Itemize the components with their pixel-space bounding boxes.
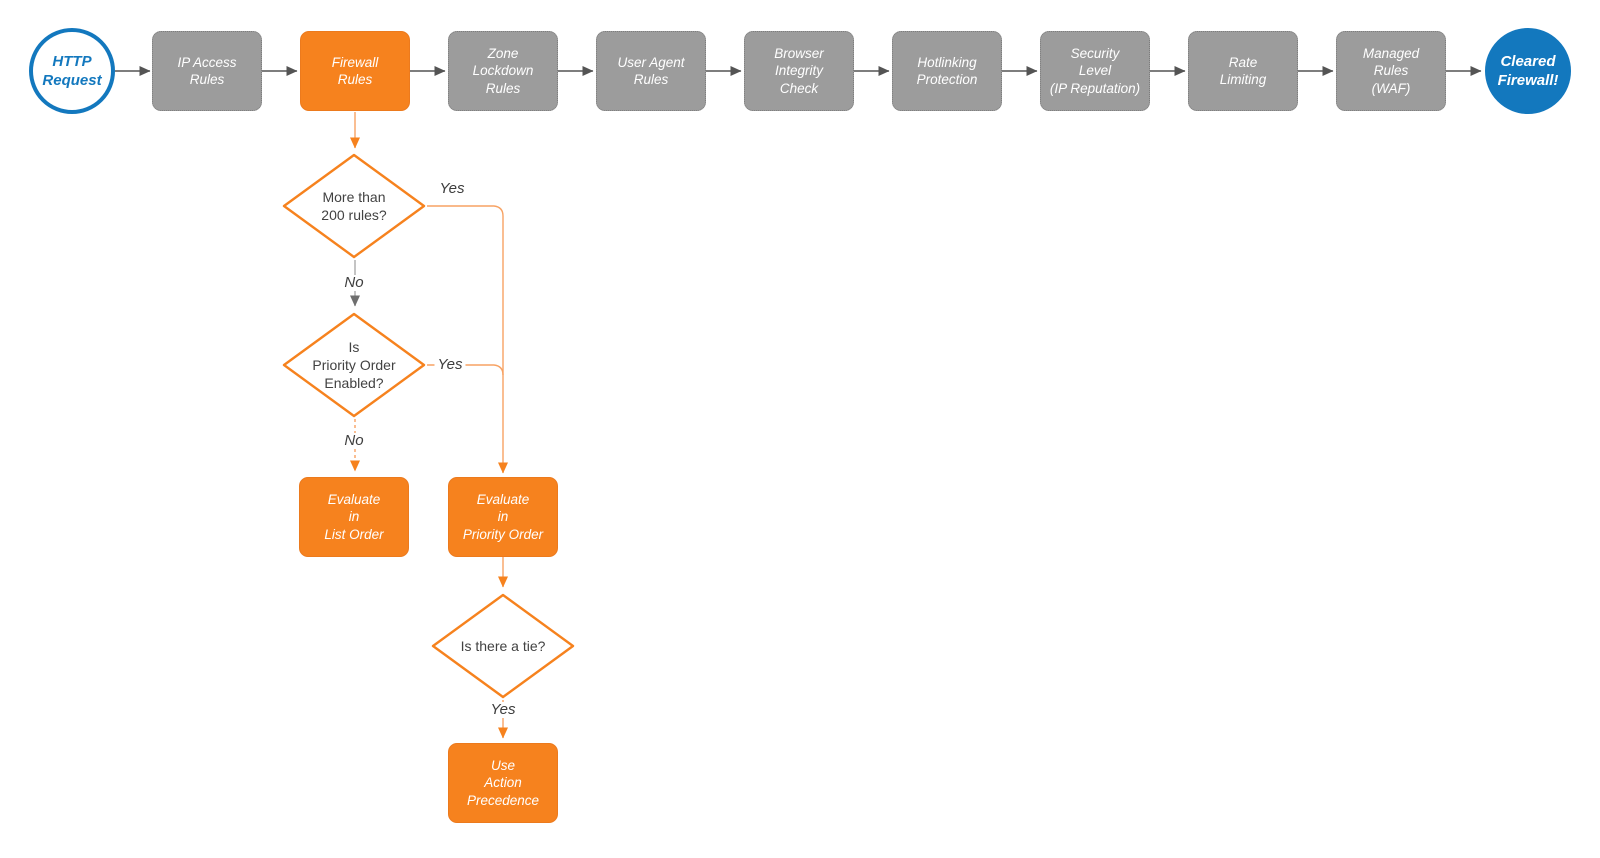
edge-label-decision1-yes: Yes: [436, 181, 468, 197]
node-label: User Agent Rules: [617, 54, 685, 88]
node-label: Evaluate in Priority Order: [462, 491, 544, 542]
node-ip-access-rules: IP Access Rules: [152, 31, 262, 111]
diamond-shape: [282, 153, 426, 259]
node-security-level-ip-reputation: Security Level (IP Reputation): [1040, 31, 1150, 111]
node-hotlinking-protection: Hotlinking Protection: [892, 31, 1002, 111]
action-use-action-precedence: Use Action Precedence: [448, 743, 558, 823]
node-label: Managed Rules (WAF): [1362, 45, 1420, 96]
node-label: Zone Lockdown Rules: [472, 45, 534, 96]
decision-is-there-a-tie: Is there a tie?: [430, 592, 576, 700]
node-label: Browser Integrity Check: [774, 45, 824, 96]
edge-label-decision3-yes: Yes: [487, 702, 519, 718]
node-label: Security Level (IP Reputation): [1049, 45, 1141, 96]
action-evaluate-in-priority-order: Evaluate in Priority Order: [448, 477, 558, 557]
decision-label: Is there a tie?: [460, 638, 546, 654]
node-label: Use Action Precedence: [466, 757, 540, 808]
diamond-shape: [282, 312, 426, 418]
node-label: IP Access Rules: [177, 54, 237, 88]
node-managed-rules-waf: Managed Rules (WAF): [1336, 31, 1446, 111]
node-label: Rate Limiting: [1219, 54, 1267, 88]
edge-label-decision2-yes: Yes: [434, 357, 466, 373]
node-label: Evaluate in List Order: [324, 491, 384, 542]
decision-more-than-200-rules: More than 200 rules?: [281, 152, 427, 260]
edge-label-decision1-no: No: [341, 275, 367, 291]
edge-label-decision2-no: No: [341, 433, 367, 449]
node-cleared-firewall: Cleared Firewall!: [1485, 28, 1571, 114]
node-rate-limiting: Rate Limiting: [1188, 31, 1298, 111]
node-zone-lockdown-rules: Zone Lockdown Rules: [448, 31, 558, 111]
node-label: Hotlinking Protection: [916, 54, 978, 88]
node-http-request: HTTP Request: [29, 28, 115, 114]
diamond-shape: [431, 593, 575, 699]
node-label: Cleared Firewall!: [1497, 53, 1559, 89]
action-evaluate-in-list-order: Evaluate in List Order: [299, 477, 409, 557]
edge-decision2-yes: [427, 364, 504, 376]
decision-label: More than 200 rules?: [321, 189, 387, 223]
node-user-agent-rules: User Agent Rules: [596, 31, 706, 111]
node-label: Firewall Rules: [331, 54, 379, 88]
edge-decision1-yes: [427, 205, 508, 474]
node-firewall-rules: Firewall Rules: [300, 31, 410, 111]
node-label: HTTP Request: [42, 53, 102, 89]
node-browser-integrity-check: Browser Integrity Check: [744, 31, 854, 111]
decision-label: Is Priority Order Enabled?: [312, 339, 396, 391]
decision-priority-order-enabled: Is Priority Order Enabled?: [281, 311, 427, 419]
